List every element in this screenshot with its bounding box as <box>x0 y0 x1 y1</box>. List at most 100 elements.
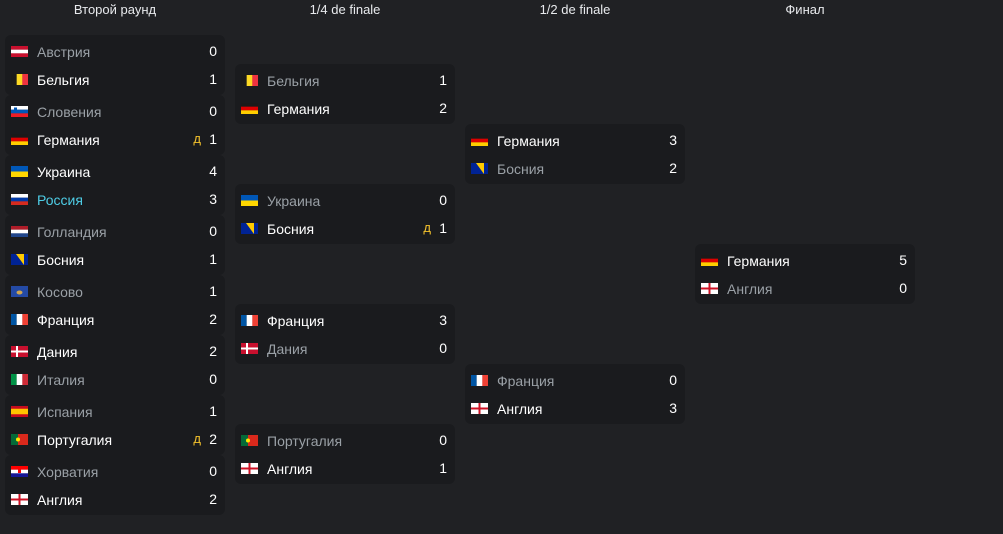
team-score: 3 <box>209 191 217 207</box>
team-score: 2 <box>209 311 217 327</box>
germany-flag-icon <box>11 134 28 145</box>
team-row[interactable]: Украина 0 <box>235 186 455 214</box>
team-row[interactable]: Бельгия 1 <box>5 65 225 93</box>
england-flag-icon <box>471 403 488 414</box>
team-name: Босния <box>267 221 315 237</box>
team-score: 3 <box>669 400 677 416</box>
team-score: 2 <box>209 431 217 447</box>
round-title-1: 1/4 de finale <box>309 2 381 17</box>
france-flag-icon <box>471 375 488 386</box>
team-score: 5 <box>899 252 907 268</box>
extra-time-mark: д <box>193 131 201 146</box>
team-score: 0 <box>209 371 217 387</box>
team-score: 0 <box>439 192 447 208</box>
team-row[interactable]: Германия 5 <box>695 246 915 274</box>
team-name: Дания <box>37 344 78 360</box>
team-name: Германия <box>727 253 790 269</box>
germany-flag-icon <box>241 103 258 114</box>
team-name: Португалия <box>267 433 343 449</box>
team-row[interactable]: Дания 2 <box>5 337 225 365</box>
round-title-0: Второй раунд <box>73 2 157 17</box>
team-name: Италия <box>37 372 85 388</box>
team-name: Португалия <box>37 432 113 448</box>
team-score: 0 <box>899 280 907 296</box>
team-score: 2 <box>669 160 677 176</box>
team-row[interactable]: Португалия 0 <box>235 426 455 454</box>
denmark-flag-icon <box>11 346 28 357</box>
team-name: Босния <box>497 161 545 177</box>
slovenia-flag-icon <box>11 106 28 117</box>
team-row[interactable]: Италия 0 <box>5 365 225 393</box>
round-title-2: 1/2 de finale <box>539 2 611 17</box>
team-score: 0 <box>439 432 447 448</box>
team-score: 2 <box>209 491 217 507</box>
team-name: Украина <box>267 193 321 209</box>
team-name: Косово <box>37 284 83 300</box>
team-name: Бельгия <box>37 72 90 88</box>
russia-flag-icon <box>11 194 28 205</box>
team-score: 3 <box>669 132 677 148</box>
portugal-flag-icon <box>241 435 258 446</box>
team-row[interactable]: Босния 2 <box>465 154 685 182</box>
team-name: Хорватия <box>37 464 99 480</box>
team-row[interactable]: Хорватия 0 <box>5 457 225 485</box>
team-score: 0 <box>209 463 217 479</box>
team-name: Англия <box>267 461 313 477</box>
bosnia-flag-icon <box>471 163 488 174</box>
team-name: Германия <box>37 132 100 148</box>
team-score: 2 <box>209 343 217 359</box>
team-score: 1 <box>209 71 217 87</box>
team-score: 3 <box>439 312 447 328</box>
bosnia-flag-icon <box>11 254 28 265</box>
team-name: Испания <box>37 404 93 420</box>
team-score: 0 <box>439 340 447 356</box>
team-score: 2 <box>439 100 447 116</box>
ukraine-flag-icon <box>11 166 28 177</box>
ukraine-flag-icon <box>241 195 258 206</box>
portugal-flag-icon <box>11 434 28 445</box>
belgium-flag-icon <box>11 74 28 85</box>
team-score: 0 <box>209 103 217 119</box>
team-score: 0 <box>209 223 217 239</box>
france-flag-icon <box>241 315 258 326</box>
team-name: Франция <box>497 373 555 389</box>
team-score: 1 <box>439 220 447 236</box>
